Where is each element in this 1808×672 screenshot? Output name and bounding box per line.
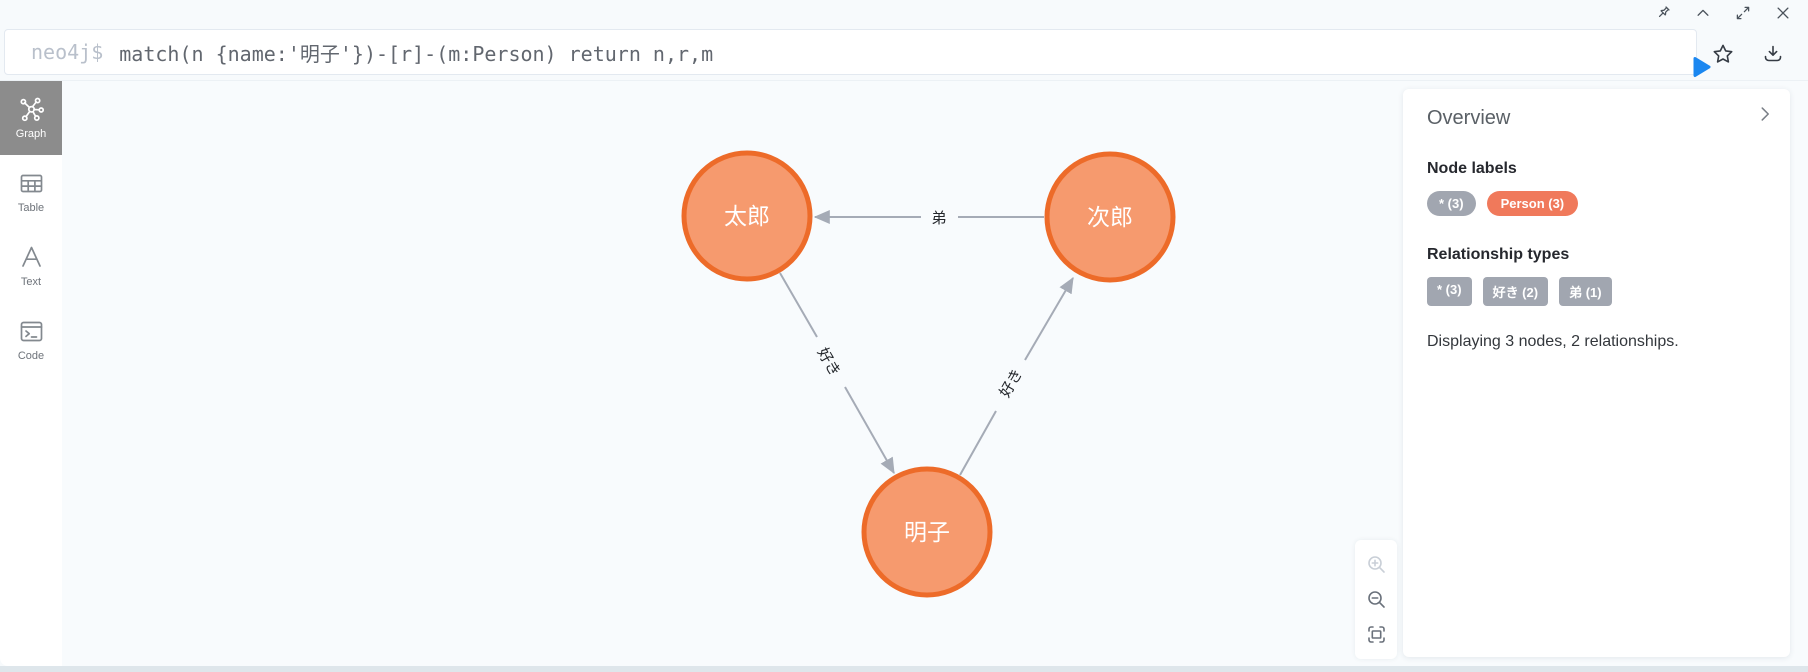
text-icon [21,246,41,267]
collapse-icon[interactable] [1694,4,1712,22]
relationship-likes-2[interactable] [959,276,1074,476]
tab-table[interactable]: Table [0,155,62,229]
tab-code[interactable]: Code [0,303,62,377]
zoom-fit-button[interactable] [1358,617,1394,652]
download-icon [1764,45,1782,62]
node-caption: 次郎 [1087,204,1133,230]
result-summary: Displaying 3 nodes, 2 relationships. [1427,333,1679,350]
pin-icon[interactable] [1654,4,1672,22]
query-text: match(n {name:'明子'})-[r]-(m:Person) retu… [119,41,714,66]
code-icon [20,321,42,342]
frame-window-controls [1654,4,1792,22]
tab-text-label: Text [20,276,42,288]
node-akiko[interactable]: 明子 [861,466,993,598]
result-frame: Graph Table Text Code [0,80,1808,666]
view-mode-sidebar: Graph Table Text Code [0,81,62,666]
chevron-right-icon [1761,107,1769,121]
relationship-label[interactable]: 好き [997,366,1027,400]
graph-icon [19,97,44,122]
tab-table-label: Table [17,202,45,214]
node-label-pill-person[interactable]: Person (3) [1486,191,1579,216]
relationship-label[interactable]: 弟 [931,210,946,227]
overview-panel: Overview Node labels * (3) Person (3) Re… [1403,89,1790,657]
table-icon [20,174,42,193]
cypher-query-input[interactable]: neo4j$ match(n {name:'明子'})-[r]-(m:Perso… [4,29,1711,77]
query-prompt: neo4j$ [31,40,104,64]
expand-icon[interactable] [1734,4,1752,22]
favorite-button[interactable] [1711,42,1735,66]
star-icon [1713,44,1733,63]
tab-graph-label: Graph [15,128,47,140]
node-labels-heading: Node labels [1427,160,1517,177]
relationship-type-pills: * (3) 好き (2) 弟 (1) [1427,277,1766,306]
node-caption: 明子 [904,519,950,545]
close-icon[interactable] [1774,4,1792,22]
relationship-types-heading: Relationship types [1427,246,1570,263]
graph-canvas[interactable]: 弟 好き 好き 太郎 次郎 [62,81,1403,666]
panel-collapse-button[interactable] [1754,103,1776,125]
relationship-likes-1[interactable] [779,272,895,475]
tab-text[interactable]: Text [0,229,62,303]
node-taro[interactable]: 太郎 [681,150,813,282]
zoom-in-button[interactable] [1358,547,1394,582]
node-label-pill-all[interactable]: * (3) [1427,191,1476,216]
download-button[interactable] [1761,42,1785,66]
tab-graph[interactable]: Graph [0,81,62,155]
zoom-controls [1355,540,1397,659]
node-jiro[interactable]: 次郎 [1044,151,1176,283]
relationship-pill-likes[interactable]: 好き (2) [1482,277,1549,306]
relationship-label[interactable]: 好き [814,345,844,379]
frame-header: neo4j$ match(n {name:'明子'})-[r]-(m:Perso… [0,0,1808,80]
relationship-pill-brother[interactable]: 弟 (1) [1559,277,1612,306]
node-label-pills: * (3) Person (3) [1427,191,1766,216]
tab-code-label: Code [17,350,45,362]
fit-to-screen-icon [1367,626,1385,643]
zoom-out-icon [1367,591,1385,608]
zoom-in-icon [1367,556,1385,573]
panel-title: Overview [1427,107,1511,129]
zoom-out-button[interactable] [1358,582,1394,617]
node-caption: 太郎 [724,203,770,229]
play-icon [1693,57,1711,77]
run-query-button[interactable] [1658,39,1711,77]
relationship-pill-all[interactable]: * (3) [1427,277,1472,306]
